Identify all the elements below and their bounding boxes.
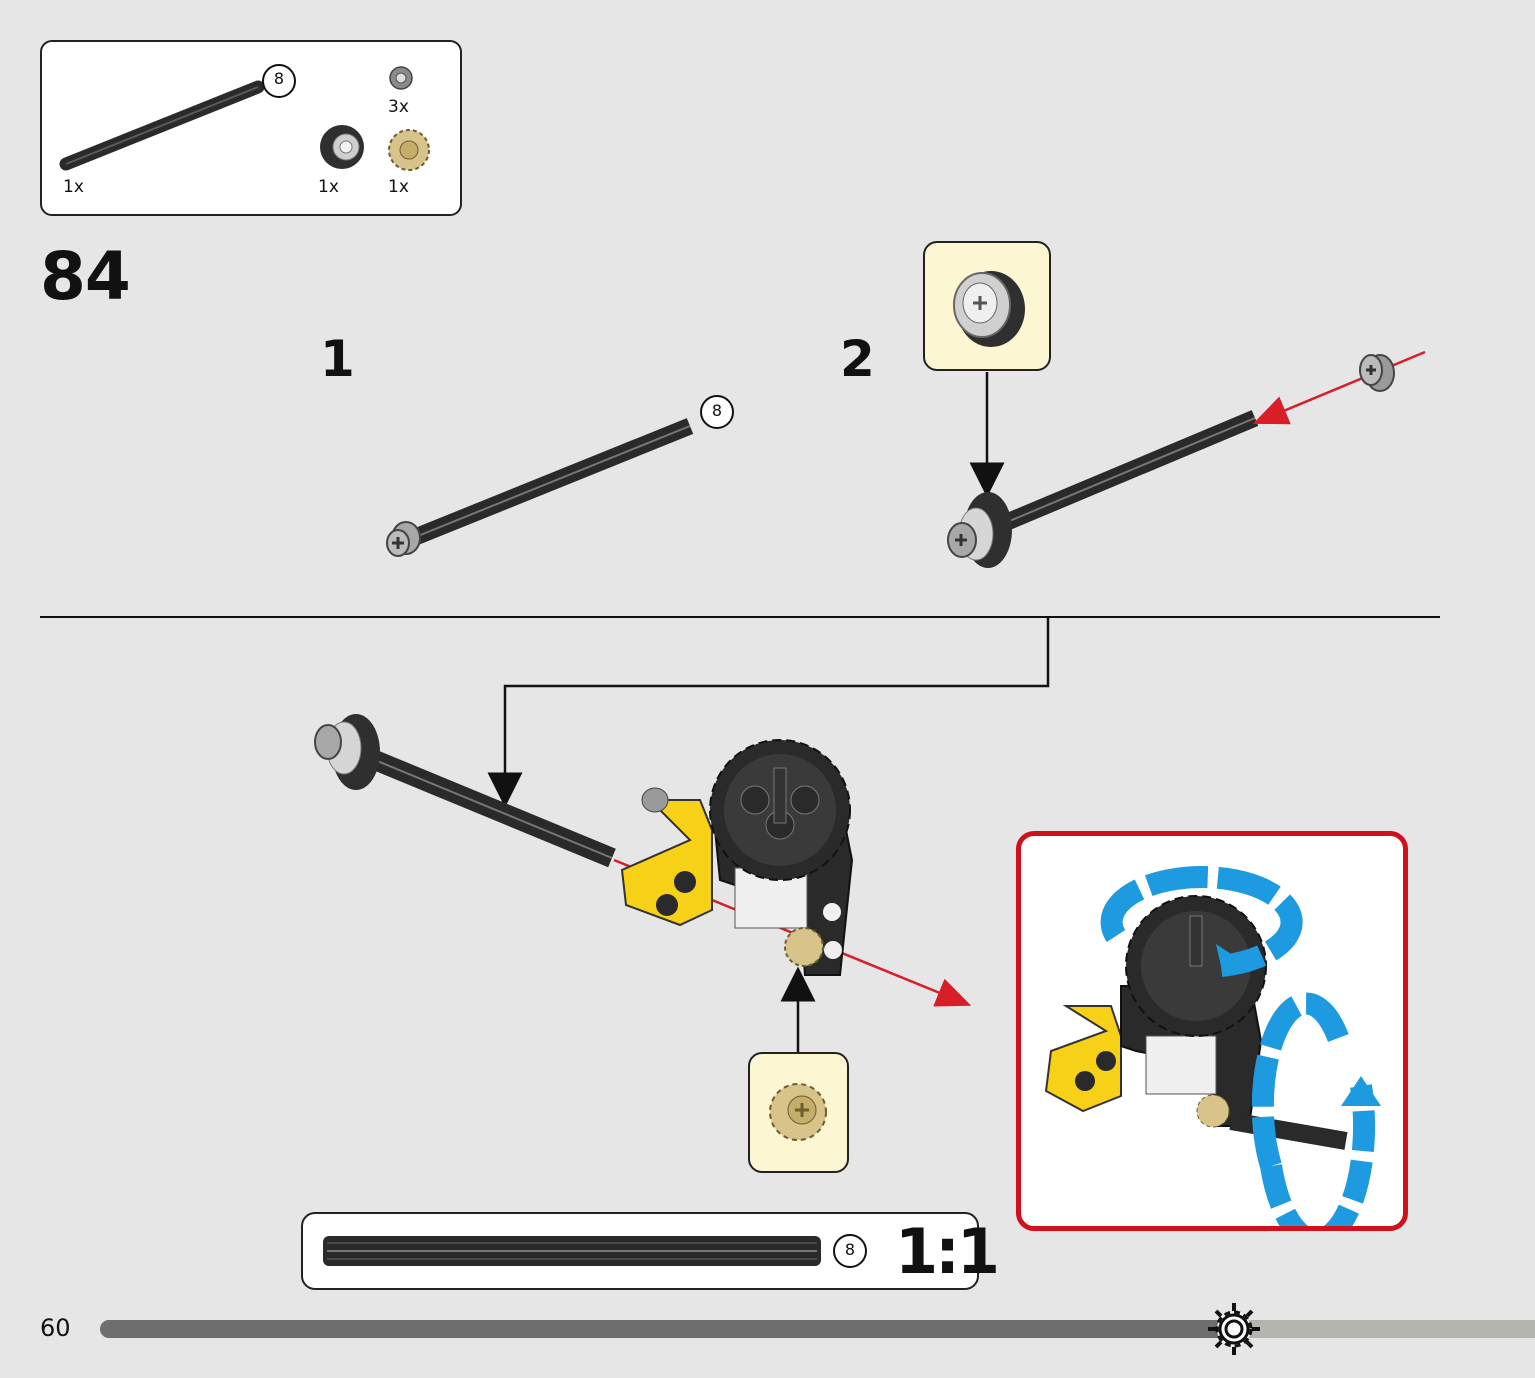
- page-number: 60: [40, 1314, 71, 1342]
- step-number: 84: [40, 238, 131, 315]
- bushing-part-icon: [389, 66, 413, 90]
- function-preview-box: [1016, 831, 1408, 1252]
- scale-length-label: 8: [844, 1240, 856, 1259]
- parts-wheel-ring-quantity: 1x: [318, 177, 339, 197]
- final-axle-subassembly: [314, 714, 616, 868]
- parts-axle-quantity: 1x: [63, 177, 84, 197]
- substep-1-length-label: 8: [711, 401, 723, 420]
- substep-2-insert-arrow: [1252, 350, 1426, 425]
- parts-list-illustration: [59, 64, 430, 171]
- gearbox-module: [620, 739, 854, 976]
- progress-gear-icon: [1208, 1303, 1260, 1355]
- bushing-callout: [923, 241, 1051, 371]
- substep-2-label: 2: [840, 330, 875, 388]
- function-preview-illustration: [1044, 866, 1381, 1252]
- subassembly-connector-arrow: [487, 618, 1050, 808]
- scale-ratio: 1:1: [895, 1215, 1000, 1288]
- parts-axle-length-label: 8: [273, 69, 285, 88]
- parts-gear-quantity: 1x: [388, 177, 409, 197]
- progress-fill: [100, 1320, 1234, 1338]
- gear-callout-icon: [769, 1083, 827, 1141]
- substep-1-axle: [386, 418, 694, 557]
- substep-2-bushing: [1359, 354, 1395, 392]
- axle-part-icon: [59, 80, 265, 171]
- tan-gear-part-icon: [388, 129, 430, 171]
- wheel-ring-part-icon: [320, 125, 364, 169]
- substep-1-length-badge: [700, 395, 734, 429]
- substep-2-axle: [947, 410, 1259, 568]
- substep-1-label: 1: [320, 330, 355, 388]
- bushing-callout-icon: [953, 271, 1025, 347]
- parts-list-box: [40, 40, 462, 216]
- gear-callout: [748, 1052, 849, 1173]
- axle-length-badge: [262, 64, 296, 98]
- parts-bushing-quantity: 3x: [388, 97, 409, 117]
